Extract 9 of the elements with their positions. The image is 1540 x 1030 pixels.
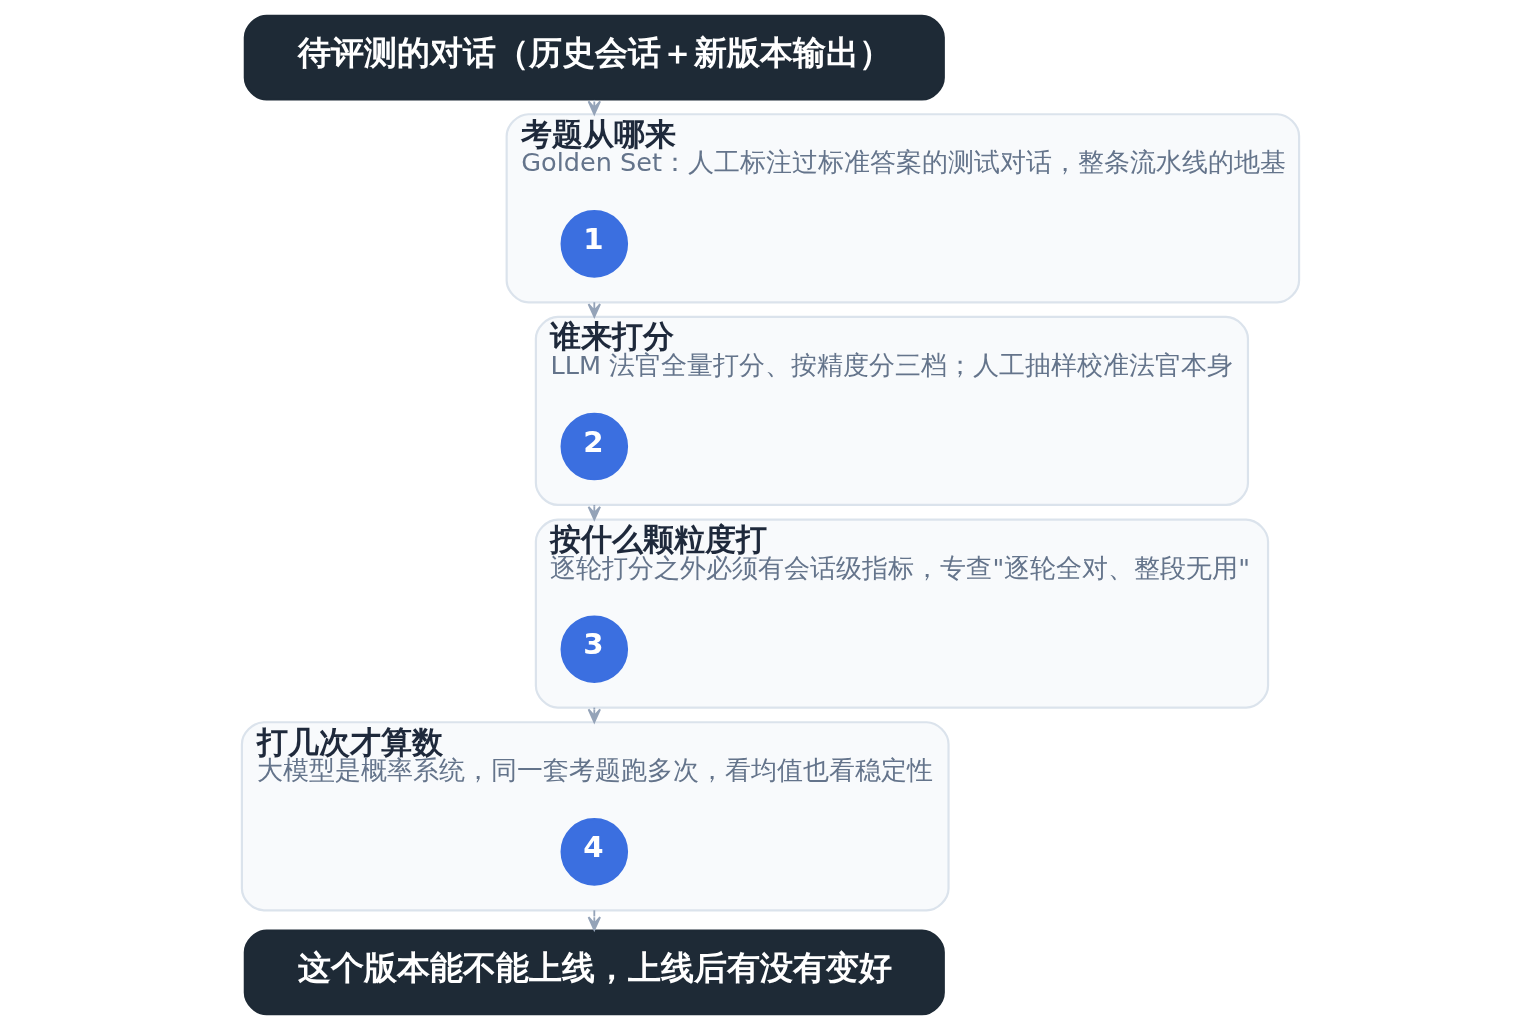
node-circle: 1: [560, 210, 628, 278]
arrow: [587, 301, 601, 318]
node-circle: 2: [560, 412, 628, 481]
node-circle: 3: [560, 615, 628, 683]
arrow: [587, 909, 601, 931]
arrow: [587, 504, 601, 521]
arrow: [587, 99, 601, 116]
node-circle: 4: [560, 818, 628, 886]
node-box: 这个版本能不能上线，上线后有没有变好: [243, 929, 945, 1016]
